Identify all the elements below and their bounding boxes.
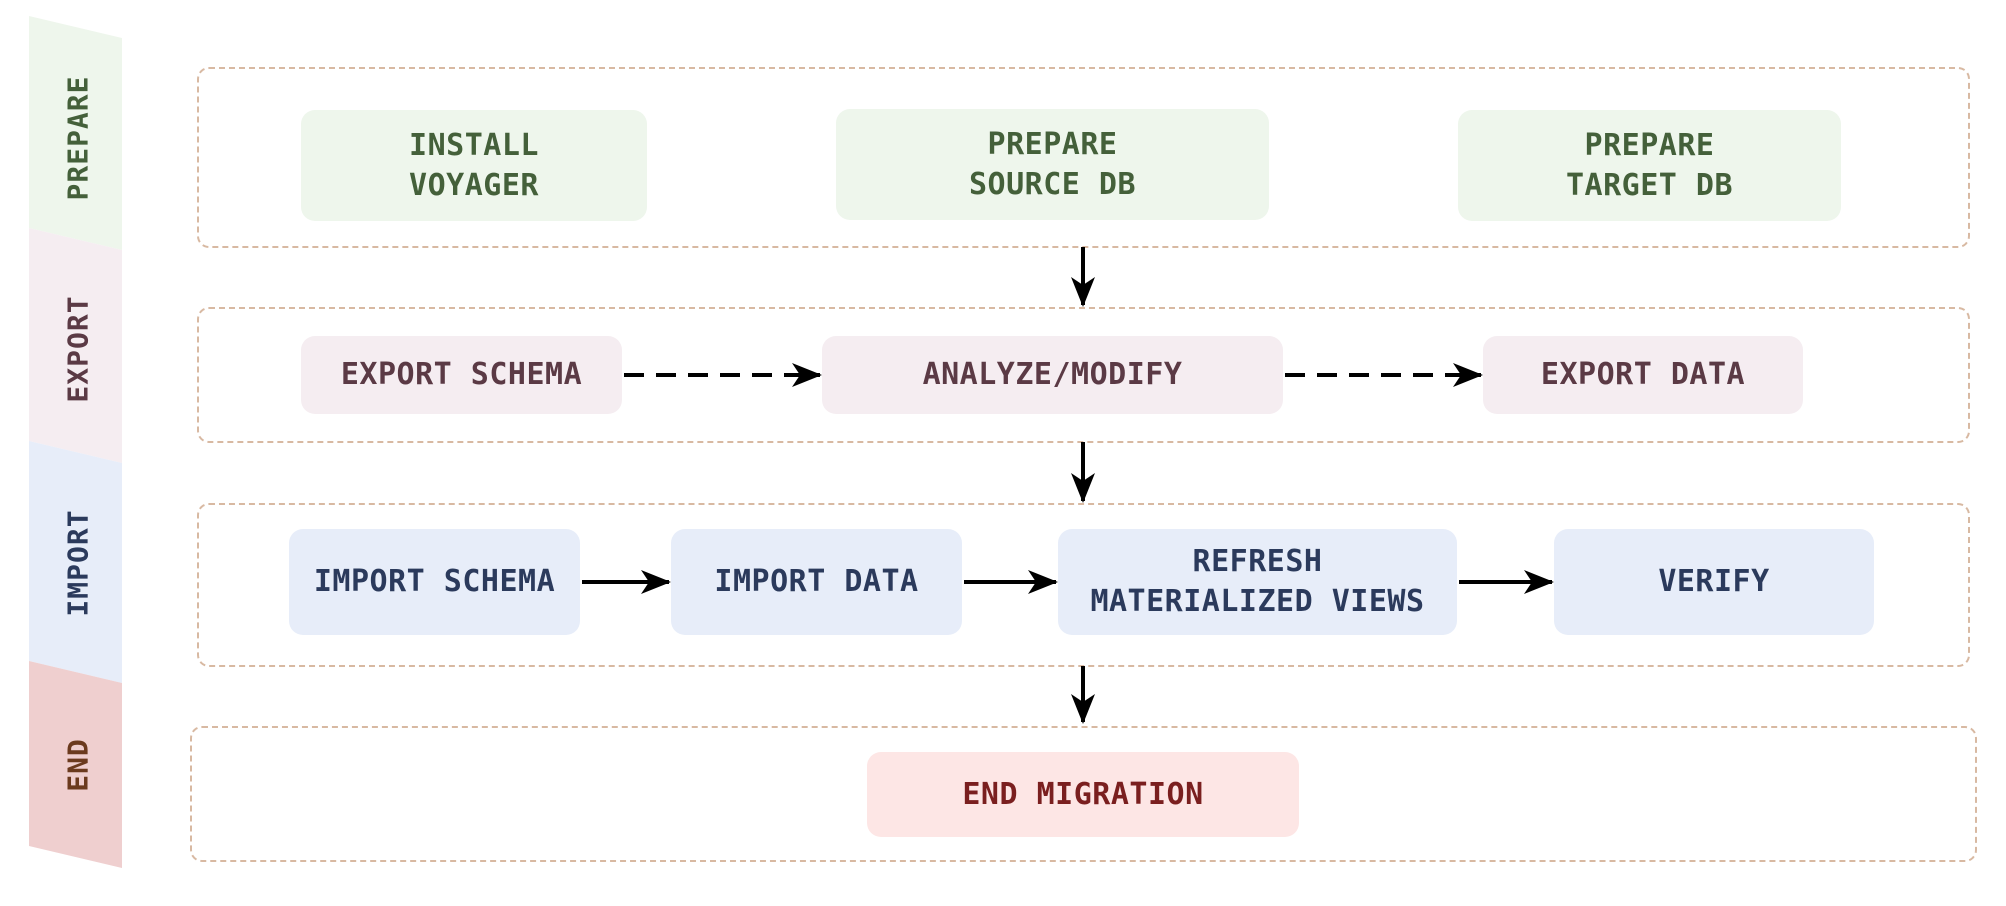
prepare-source-db-node: PREPARE SOURCE DB xyxy=(836,109,1269,220)
export-data-label: EXPORT DATA xyxy=(1540,357,1746,392)
export-data-node: EXPORT DATA xyxy=(1483,336,1803,414)
end-migration-node: END MIGRATION xyxy=(867,752,1299,837)
analyze-modify-node: ANALYZE/MODIFY xyxy=(822,336,1283,414)
verify-label: VERIFY xyxy=(1658,564,1770,599)
verify-node: VERIFY xyxy=(1554,529,1874,635)
import-schema-label: IMPORT SCHEMA xyxy=(313,564,556,599)
export-schema-label: EXPORT SCHEMA xyxy=(340,357,583,392)
stage-band-prepare xyxy=(29,16,122,250)
export-schema-node: EXPORT SCHEMA xyxy=(301,336,622,414)
prepare-target-db-node: PREPARE TARGET DB xyxy=(1458,110,1841,221)
stage-band-import xyxy=(29,441,122,683)
stage-band-export xyxy=(29,228,122,463)
end-section xyxy=(190,726,1977,862)
install-voyager-label: INSTALL VOYAGER xyxy=(409,127,539,203)
prepare-target-db-label: PREPARE TARGET DB xyxy=(1565,127,1734,203)
import-data-label: IMPORT DATA xyxy=(714,564,919,599)
import-schema-node: IMPORT SCHEMA xyxy=(289,529,580,635)
refresh-materialized-views-label: REFRESH MATERIALIZED VIEWS xyxy=(1090,544,1425,619)
prepare-source-db-label: PREPARE SOURCE DB xyxy=(968,126,1137,202)
refresh-materialized-views-node: REFRESH MATERIALIZED VIEWS xyxy=(1058,529,1457,635)
import-data-node: IMPORT DATA xyxy=(671,529,962,635)
install-voyager-node: INSTALL VOYAGER xyxy=(301,110,647,221)
stage-band-end xyxy=(29,661,122,868)
analyze-modify-label: ANALYZE/MODIFY xyxy=(922,357,1183,392)
end-migration-label: END MIGRATION xyxy=(962,776,1204,812)
stage-ribbon xyxy=(29,16,122,868)
